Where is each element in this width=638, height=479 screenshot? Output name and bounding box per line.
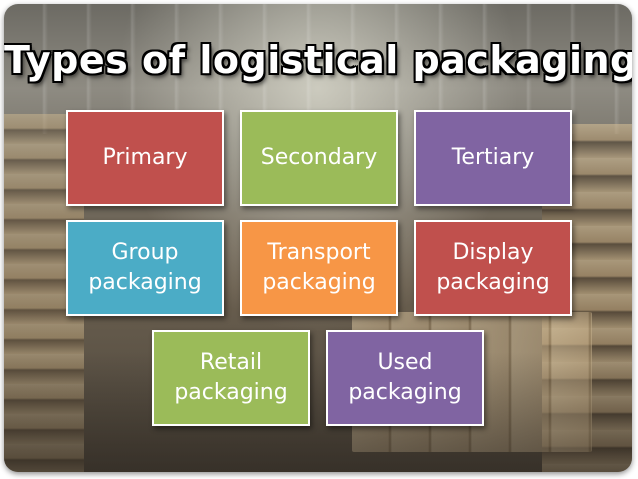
warehouse-floor [4,352,632,472]
tile-tertiary: Tertiary [414,110,572,206]
tile-retail-packaging: Retail packaging [152,330,310,426]
slide-title: Types of logistical packaging [4,38,632,82]
tile-display-packaging: Display packaging [414,220,572,316]
tile-transport-packaging: Transport packaging [240,220,398,316]
slide: Types of logistical packaging Primary Se… [4,4,632,472]
tile-primary: Primary [66,110,224,206]
tile-group-packaging: Group packaging [66,220,224,316]
tile-secondary: Secondary [240,110,398,206]
tile-used-packaging: Used packaging [326,330,484,426]
